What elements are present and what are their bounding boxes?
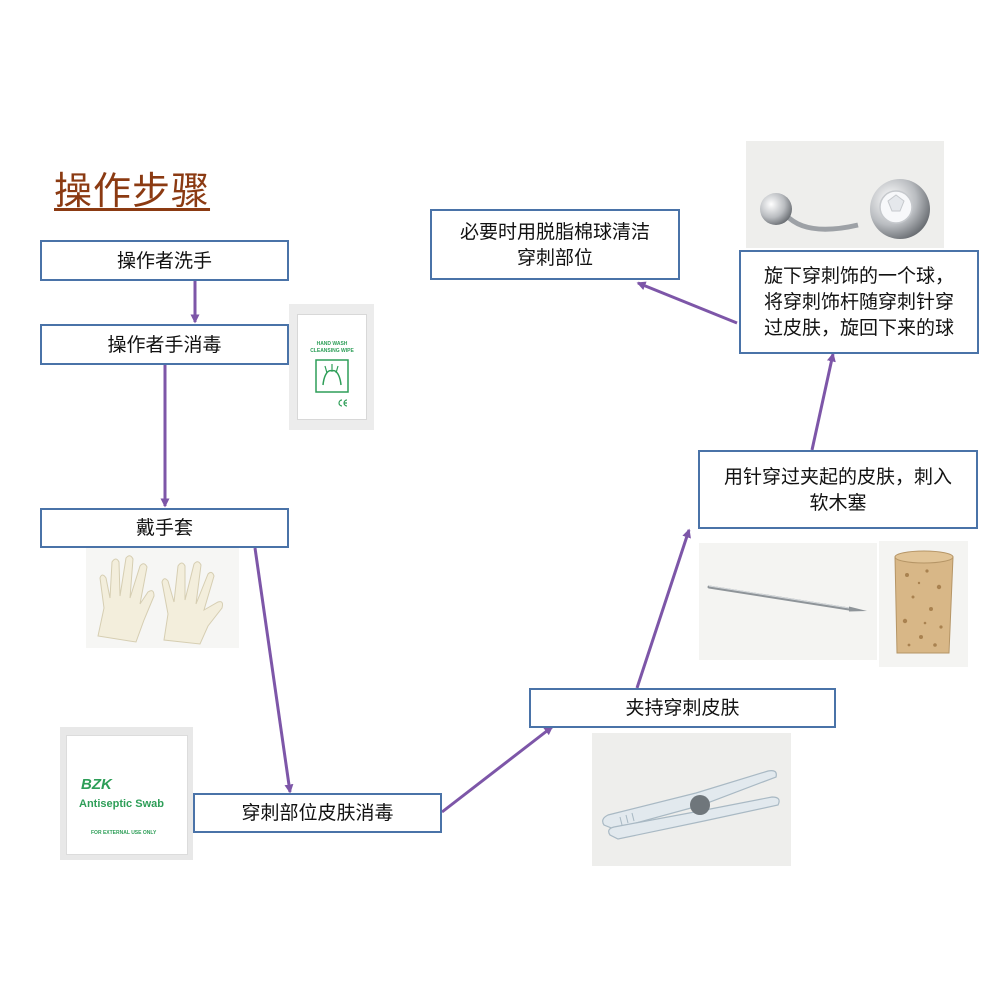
step-clean-site: 必要时用脱脂棉球清洁 穿刺部位 (430, 209, 680, 280)
step-clamp-skin: 夹持穿刺皮肤 (529, 688, 836, 728)
step-wash-hands: 操作者洗手 (40, 240, 289, 281)
wipe-label-line2: CLEANSING WIPE (310, 348, 354, 354)
arrow-clamp-to-needle (635, 528, 691, 689)
step-insert-jewelry: 旋下穿刺饰的一个球， 将穿刺饰杆随穿刺针穿 过皮肤，旋回下来的球 (739, 250, 979, 354)
cork-icon (894, 550, 954, 654)
arrow-skin-to-clamp (441, 725, 554, 814)
gloves-photo (86, 548, 239, 648)
step-skin-disinfect: 穿刺部位皮肤消毒 (193, 793, 442, 833)
wipe-label-line1: HAND WASH (316, 341, 348, 347)
step-wear-gloves: 戴手套 (40, 508, 289, 548)
swab-packet-photo: BZK Antiseptic Swab FOR EXTERNAL USE ONL… (60, 727, 193, 860)
arrow-gloves-to-skin (253, 547, 294, 794)
cork-photo (879, 541, 968, 667)
ce-mark-icon (338, 399, 348, 407)
clamp-icon (602, 770, 780, 840)
wipe-packet-photo: HAND WASH CLEANSING WIPE (289, 304, 374, 430)
needle-icon (707, 585, 867, 612)
swab-note: FOR EXTERNAL USE ONLY (91, 830, 157, 836)
swab-brand: BZK (81, 776, 112, 793)
needle-photo (699, 543, 877, 660)
hand-wash-icon (315, 359, 349, 393)
swab-name: Antiseptic Swab (79, 798, 164, 810)
glove-icon (97, 555, 223, 645)
clamp-photo (592, 733, 791, 866)
page-title: 操作步骤 (54, 169, 211, 213)
step-hand-disinfect: 操作者手消毒 (40, 324, 289, 365)
jewelry-photo (746, 141, 944, 248)
step-needle-through: 用针穿过夹起的皮肤，刺入 软木塞 (698, 450, 978, 529)
arrow-jewel-to-clean (636, 281, 738, 325)
jewelry-icon (760, 179, 930, 239)
arrow-needle-to-jewel (810, 352, 836, 451)
